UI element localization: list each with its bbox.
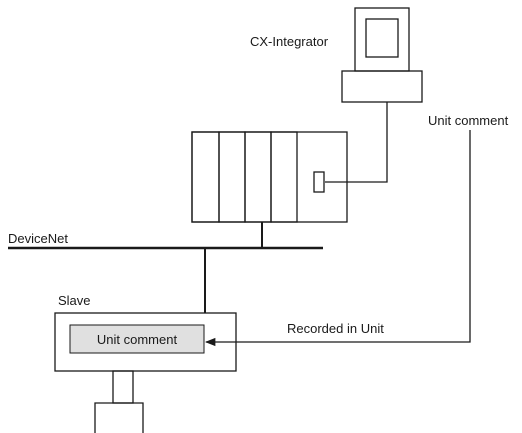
plc-slot-2 — [218, 131, 246, 223]
unit-comment-arrow — [204, 130, 471, 347]
computer-icon — [341, 7, 423, 103]
connector-neck — [112, 370, 134, 404]
slave-connector — [94, 370, 144, 433]
software-label: CX-Integrator — [250, 34, 329, 49]
computer-monitor — [354, 7, 410, 72]
plc-rack — [191, 131, 348, 223]
computer-base — [341, 70, 423, 103]
pc-cable — [325, 102, 388, 183]
slave-label: Slave — [58, 293, 91, 308]
unit-comment-box — [69, 324, 205, 354]
plc-slot-4 — [270, 131, 298, 223]
unit-comment-box-label: Unit comment — [97, 332, 178, 347]
plc-slot-3 — [244, 131, 272, 223]
plc-port — [313, 171, 325, 193]
recorded-label: Recorded in Unit — [287, 321, 384, 336]
unit-comment-top-label: Unit comment — [428, 113, 509, 128]
connector-body — [94, 402, 144, 433]
plc-slot-1 — [191, 131, 220, 223]
network-label: DeviceNet — [8, 231, 68, 246]
computer-screen — [365, 18, 399, 58]
